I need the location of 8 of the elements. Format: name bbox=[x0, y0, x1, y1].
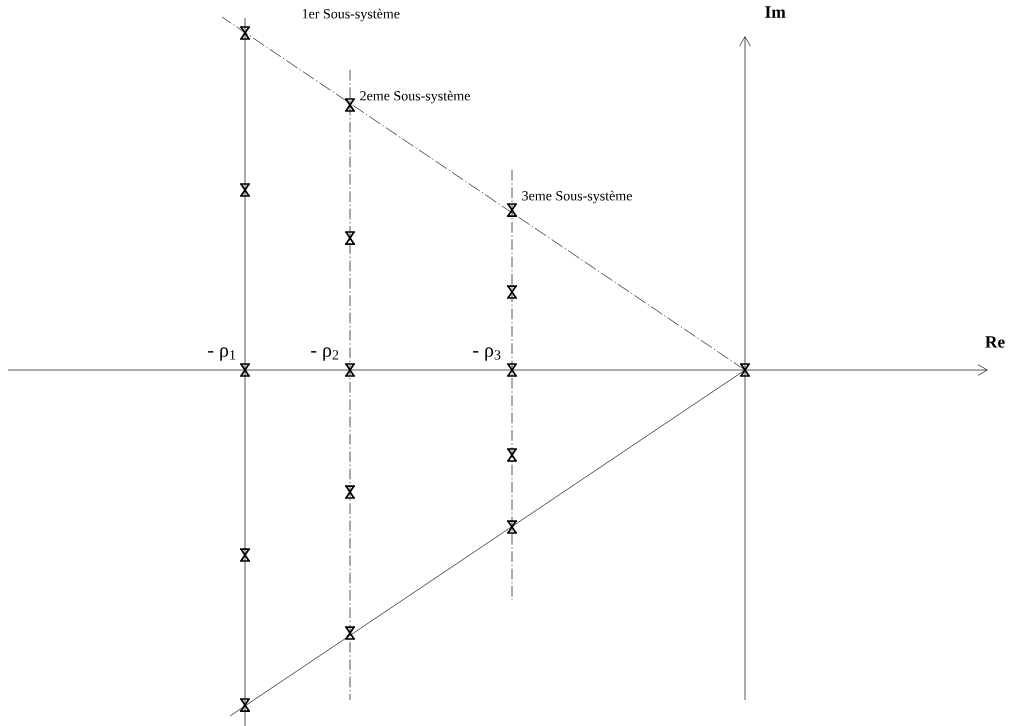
axis-label: Im bbox=[765, 6, 786, 18]
pole-label: - ρ$_{3}$ bbox=[473, 347, 501, 361]
subsystem-label: 3eme Sous-système bbox=[522, 190, 632, 204]
axis-label: Re bbox=[985, 336, 1005, 348]
subsystem-label: 1er Sous-système bbox=[302, 8, 400, 22]
subsystem-label: 2eme Sous-système bbox=[360, 90, 470, 104]
pole-label: - ρ$_{1}$ bbox=[208, 347, 236, 361]
pole-label: - ρ$_{2}$ bbox=[311, 347, 339, 361]
